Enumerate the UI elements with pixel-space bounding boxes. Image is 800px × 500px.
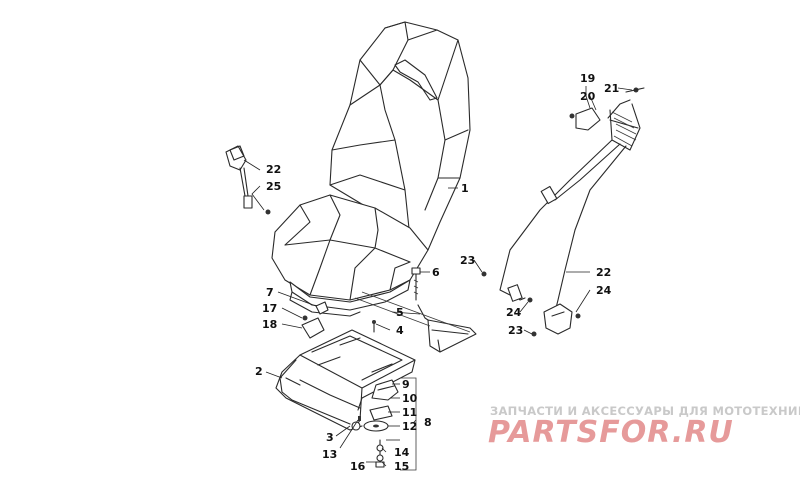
watermark-tagline: ЗАПЧАСТИ И АКСЕССУАРЫ ДЛЯ МОТОТЕХНИКИ [490,404,800,418]
callout-13: 13 [322,448,337,461]
seat-frame [275,329,416,431]
callout-16: 16 [350,460,366,473]
callout-22-buckle: 22 [266,163,281,176]
callout-25: 25 [266,180,281,193]
shoulder-belt-assembly [481,87,645,337]
callout-17: 17 [262,302,277,315]
bracket-7 [315,301,329,315]
callout-5: 5 [396,306,404,319]
callout-11: 11 [402,406,417,419]
screw-4 [372,320,376,333]
callout-23-lower: 23 [508,324,523,337]
callout-14: 14 [394,446,410,459]
leader-lines [243,86,633,467]
callout-15: 15 [394,460,409,473]
seat-belt-buckle [225,145,271,215]
callout-22-belt: 22 [596,266,611,279]
callout-6: 6 [432,266,440,279]
callout-7: 7 [266,286,274,299]
callout-20: 20 [580,90,596,103]
bracket-18 [301,315,325,339]
callout-10: 10 [402,392,418,405]
callout-12: 12 [402,420,417,433]
callout-24-lower: 24 [506,306,522,319]
bolt-6 [411,267,421,301]
callout-21: 21 [604,82,619,95]
callout-1: 1 [461,182,469,195]
belt-spring [607,87,645,151]
bracket-stack [358,377,417,471]
callout-8: 8 [424,416,432,429]
callout-2: 2 [255,365,263,378]
callout-3: 3 [326,431,334,444]
callout-4: 4 [396,324,404,337]
watermark-logo: PARTSFOR.RU [488,415,734,450]
callout-24-upper: 24 [596,284,612,297]
callout-labels: 1 2 3 4 5 6 7 8 9 10 11 12 13 14 15 16 1… [255,72,619,473]
callout-18: 18 [262,318,277,331]
seat-assembly [271,21,471,317]
callout-9: 9 [402,378,410,391]
callout-23-upper: 23 [460,254,475,267]
callout-19: 19 [580,72,595,85]
